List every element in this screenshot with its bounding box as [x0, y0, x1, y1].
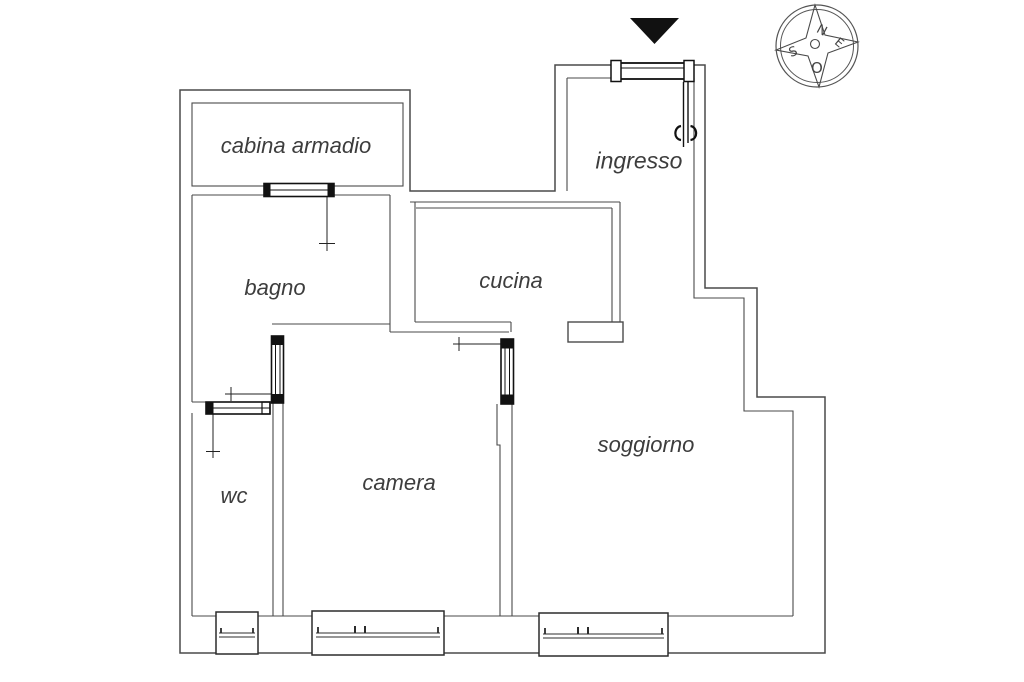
- door-cabina-bagno: [263, 182, 335, 198]
- entrance-arrow-icon: [630, 18, 679, 44]
- compass-s-label: S: [787, 44, 800, 61]
- room-label-soggiorno: soggiorno: [597, 432, 695, 457]
- room-label-bagno: bagno: [244, 275, 306, 300]
- door-hallway-leaf: [270, 335, 285, 404]
- entrance-door: [610, 59, 698, 147]
- room-label-ingresso: ingresso: [595, 147, 683, 174]
- room-label-cucina: cucina: [479, 268, 543, 293]
- compass-o-label: O: [811, 59, 823, 77]
- door-wc: [205, 401, 271, 415]
- room-label-wc: wc: [220, 483, 248, 508]
- outer-walls: [179, 64, 826, 654]
- window-wc: [215, 611, 259, 655]
- wall-stub: [567, 321, 624, 343]
- window-camera: [311, 610, 445, 656]
- door-camera-leaf: [500, 338, 515, 405]
- room-label-camera: camera: [362, 470, 436, 495]
- room-label-cabina-armadio: cabina armadio: [220, 133, 372, 158]
- window-soggiorno: [538, 612, 669, 657]
- compass-n-label: N: [814, 22, 830, 40]
- door-swing-lines: [206, 197, 501, 458]
- compass-rose-icon: N E S O: [774, 3, 860, 89]
